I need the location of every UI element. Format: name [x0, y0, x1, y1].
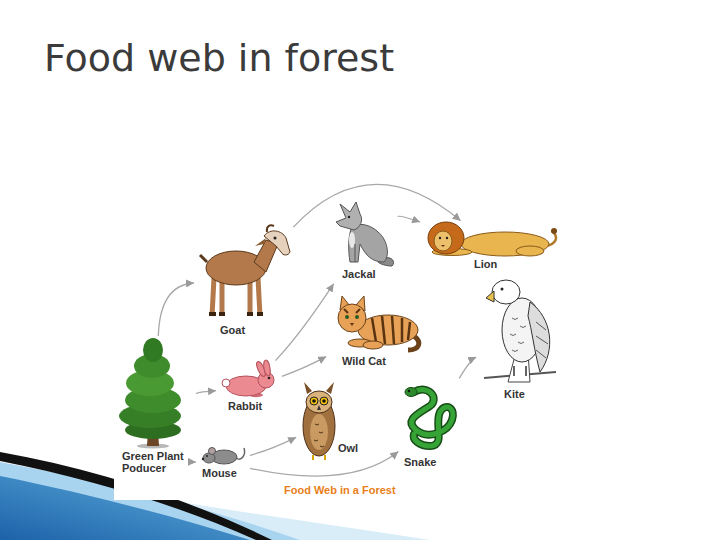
- tree-drawing: [119, 338, 181, 449]
- animal-label: Owl: [338, 442, 358, 454]
- lion-drawing: [428, 222, 557, 256]
- animal-label: Snake: [404, 456, 436, 468]
- owl-drawing-part: [320, 397, 328, 405]
- jackal-drawing: [336, 202, 394, 266]
- mouse-drawing: [202, 448, 245, 465]
- mouse-drawing-part: [202, 458, 204, 460]
- picture-ground: [114, 168, 562, 500]
- wild-cat-drawing: [338, 296, 419, 350]
- lion-drawing-part: [439, 237, 441, 239]
- animal-label: Goat: [220, 324, 245, 336]
- snake-drawing-part: [405, 388, 417, 397]
- mouse-node: Mouse: [198, 444, 248, 481]
- jackal-drawing-part: [349, 232, 355, 248]
- food-arrow: [459, 357, 476, 378]
- goat-drawing: [200, 225, 290, 316]
- lion-drawing-part: [446, 237, 448, 239]
- caption-holder: Food Web in a Forest: [284, 484, 396, 497]
- mouse-drawing-part: [209, 448, 216, 455]
- mouse-drawing-part: [206, 455, 208, 457]
- animal-label: Mouse: [202, 467, 237, 479]
- wild-cat-drawing-part: [372, 316, 410, 344]
- lion-drawing-part: [516, 246, 544, 256]
- animal-label: Wild Cat: [342, 355, 386, 367]
- goat-node: Goat: [196, 222, 292, 338]
- wild-cat-drawing-part: [350, 323, 354, 326]
- tree-drawing-part: [143, 338, 163, 362]
- kite-node: Kite: [478, 272, 560, 402]
- animal-label: Green Plant Poducer: [122, 450, 192, 474]
- food-arrow: [275, 284, 333, 361]
- kite-drawing-part: [486, 291, 494, 302]
- wild-cat-drawing-part: [338, 304, 366, 332]
- snake-drawing-part: [411, 390, 453, 446]
- kite-drawing-part: [528, 302, 550, 372]
- animal-label: Kite: [504, 388, 525, 400]
- owl-drawing-part: [304, 382, 312, 394]
- snake-drawing-part: [408, 390, 410, 392]
- rabbit-node: Rabbit: [218, 362, 280, 414]
- lion-drawing-part: [551, 228, 557, 234]
- lion-drawing-part: [434, 231, 452, 251]
- jackal-drawing-part: [336, 202, 362, 230]
- food-arrow: [196, 391, 216, 394]
- food-arrow: [282, 357, 326, 377]
- kite-drawing-part: [536, 322, 548, 358]
- owl-drawing-part: [310, 414, 328, 450]
- rabbit-drawing: [222, 360, 274, 398]
- kite-drawing-part: [514, 366, 526, 376]
- food-arrow: [250, 452, 398, 477]
- wild-cat-node: Wild Cat: [328, 292, 422, 369]
- food-arrow: [293, 184, 460, 227]
- goat-drawing-part: [255, 238, 266, 246]
- owl-drawing: [303, 382, 335, 460]
- owl-drawing-part: [312, 399, 316, 403]
- owl-node: Owl: [298, 378, 362, 464]
- goat-drawing-part: [200, 255, 207, 262]
- owl-drawing-part: [314, 424, 324, 447]
- food-arrow: [193, 462, 196, 463]
- goat-drawing-part: [264, 231, 290, 255]
- wild-cat-drawing-part: [345, 315, 349, 319]
- owl-drawing-part: [322, 399, 326, 403]
- rabbit-drawing-part: [263, 360, 272, 377]
- snake-drawing: [405, 388, 453, 447]
- lion-drawing-part: [441, 245, 445, 247]
- animal-label: Jackal: [342, 268, 376, 280]
- kite-drawing-part: [501, 288, 504, 291]
- owl-drawing-part: [306, 391, 332, 413]
- wild-cat-drawing-part: [363, 341, 383, 349]
- snake-node: Snake: [400, 380, 464, 470]
- goat-drawing-part: [274, 237, 277, 240]
- jackal-drawing-part: [348, 216, 350, 218]
- figure-caption: Food Web in a Forest: [284, 484, 396, 497]
- food-arrow: [158, 283, 194, 336]
- wild-cat-drawing-part: [344, 309, 360, 313]
- slide-title: Food web in forest: [44, 36, 394, 80]
- owl-drawing-part: [317, 405, 321, 410]
- animal-label: Rabbit: [228, 400, 262, 412]
- goat-drawing-part: [267, 225, 274, 232]
- wild-cat-drawing-part: [355, 315, 359, 319]
- lion-node: Lion: [422, 222, 562, 272]
- jackal-node: Jackal: [330, 196, 396, 282]
- animal-label: Lion: [474, 258, 497, 270]
- food-arrow: [250, 437, 296, 455]
- producer-node: Green Plant Poducer: [118, 338, 194, 478]
- lion-drawing-part: [461, 232, 549, 256]
- kite-drawing-part: [492, 280, 520, 304]
- food-arrow: [398, 216, 420, 222]
- owl-drawing-part: [310, 397, 318, 405]
- kite-drawing-part: [510, 318, 526, 352]
- rabbit-drawing-part: [268, 377, 271, 380]
- jackal-drawing-part: [355, 244, 356, 262]
- goat-drawing-part: [209, 312, 263, 316]
- rabbit-drawing-part: [222, 379, 230, 387]
- kite-drawing: [484, 280, 556, 382]
- snake-drawing-part: [411, 390, 453, 446]
- lion-drawing-part: [428, 222, 464, 254]
- owl-drawing-part: [326, 382, 334, 394]
